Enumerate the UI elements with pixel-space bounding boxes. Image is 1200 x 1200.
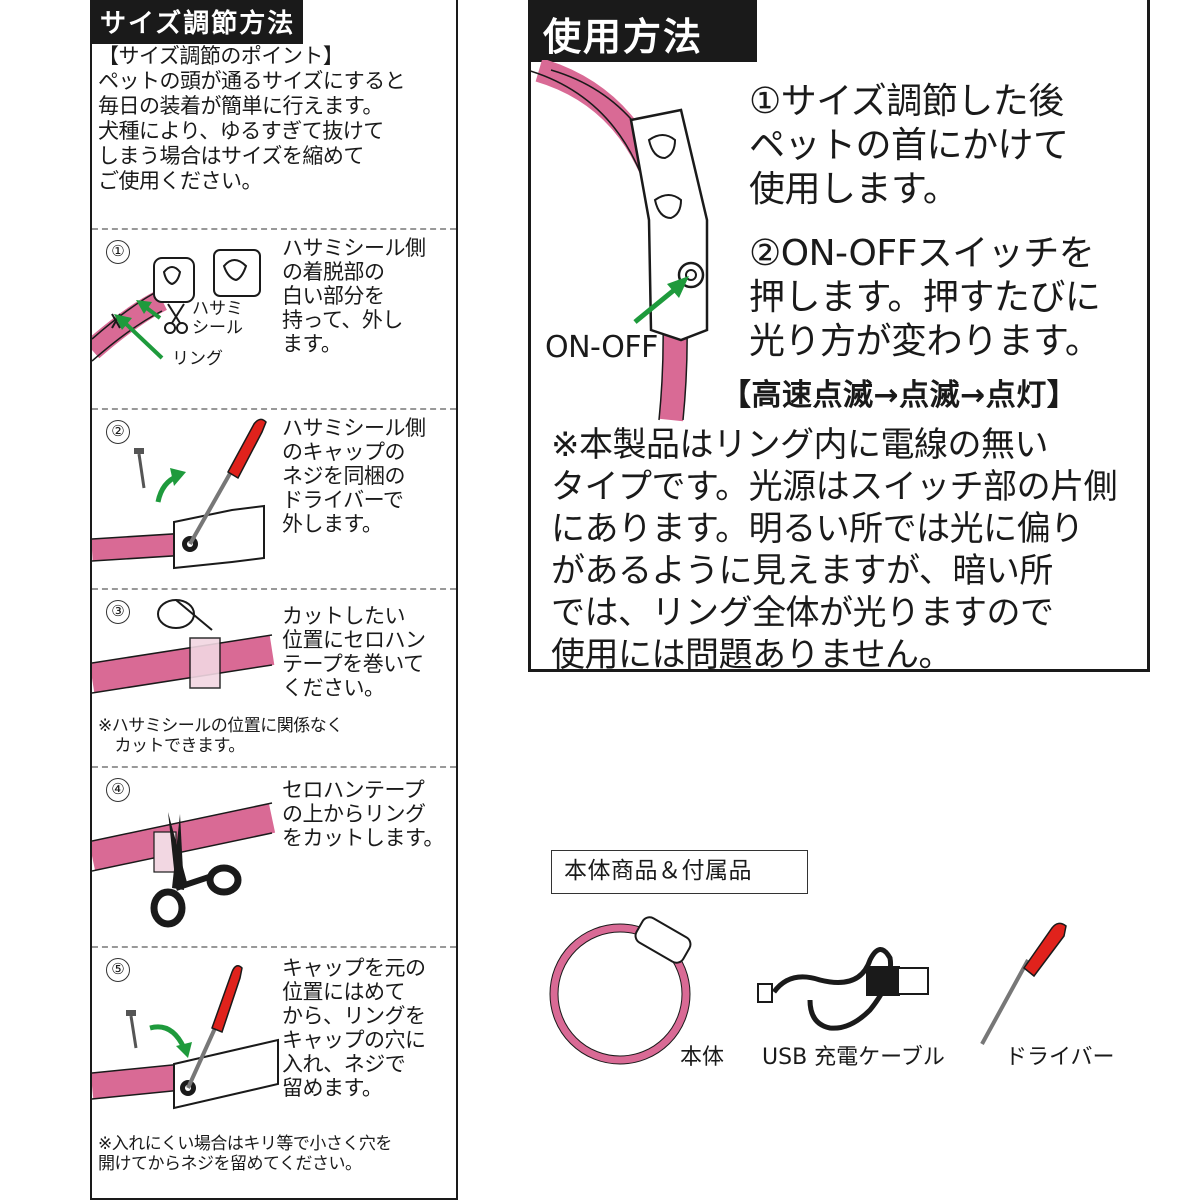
step-2: ② ハサミシール側 のキャップの ネジを同梱の ドライバーで 外します。 <box>92 410 456 588</box>
step-number: ① <box>106 240 130 264</box>
step-3-text: カットしたい 位置にセロハン テープを巻いて ください。 <box>282 604 426 700</box>
usage-step-1: ①サイズ調節した後 ペットの首にかけて 使用します。 <box>749 81 1069 210</box>
product-contents-illustration <box>549 916 1067 1065</box>
step-number: ② <box>106 420 130 444</box>
step-number: ③ <box>106 600 130 624</box>
usage-note: ※本製品はリング内に電線の無い タイプです。光源はスイッチ部の片側 にあります。… <box>551 425 1118 675</box>
step-number: ⑤ <box>106 958 130 982</box>
ring-label: リング <box>172 349 223 369</box>
product-contents-heading: 本体商品＆付属品 <box>551 850 808 894</box>
step-3-illustration <box>92 599 275 694</box>
product-label-body: 本体 <box>680 1045 725 1070</box>
step-1: ① ハサミ シール リング ハサミシール側 の着脱部の 白い部分を 持って、外し… <box>92 230 456 408</box>
step-number: ④ <box>106 778 130 802</box>
product-label-screwdriver: ドライバー <box>1005 1045 1115 1070</box>
step-5: ⑤ キャップを元の 位置にはめて から、リングを キャップの穴に 入れ、ネジで … <box>92 948 456 1198</box>
step-3-note: ※ハサミシールの位置に関係なく カットできます。 <box>98 716 343 756</box>
divider <box>92 588 456 590</box>
step-1-text: ハサミシール側 の着脱部の 白い部分を 持って、外し ます。 <box>282 236 426 356</box>
size-adjust-intro: 【サイズ調節のポイント】 ペットの頭が通るサイズにすると 毎日の装着が簡単に行え… <box>98 44 406 193</box>
step-5-note: ※入れにくい場合はキリ等で小さく穴を 開けてからネジを留めてください。 <box>98 1134 392 1174</box>
usage-step-2: ②ON-OFFスイッチを 押します。押すたびに 光り方が変わります。 <box>749 233 1101 362</box>
collar-switch-illustration <box>531 60 709 422</box>
scissor-seal-label: ハサミ シール <box>192 299 243 338</box>
step-5-illustration <box>92 965 279 1110</box>
usage-title: 使用方法 <box>531 0 757 62</box>
on-off-label: ON-OFF <box>545 330 658 365</box>
size-adjust-panel: サイズ調節方法 【サイズ調節のポイント】 ペットの頭が通るサイズにすると 毎日の… <box>90 0 458 1200</box>
usage-panel: 使用方法 ON-OFF ①サイズ調節した後 ペットの首にかけて 使用します。 ②… <box>528 0 1150 675</box>
divider <box>92 766 456 768</box>
step-4: ④ セロハンテープ の上からリング をカットします。 <box>92 768 456 946</box>
light-sequence: 【高速点滅→点滅→点灯】 <box>721 378 1078 413</box>
divider <box>92 408 456 410</box>
step-3: ③ カットしたい 位置にセロハン テープを巻いて ください。 ※ハサミシールの位… <box>92 590 456 766</box>
step-1-illustration <box>92 249 261 362</box>
divider <box>92 946 456 948</box>
product-label-usb-cable: USB 充電ケーブル <box>762 1045 945 1070</box>
step-2-text: ハサミシール側 のキャップの ネジを同梱の ドライバーで 外します。 <box>282 416 426 536</box>
step-4-illustration <box>92 802 276 928</box>
step-4-text: セロハンテープ の上からリング をカットします。 <box>282 778 444 850</box>
step-5-text: キャップを元の 位置にはめて から、リングを キャップの穴に 入れ、ネジで 留め… <box>282 956 426 1100</box>
step-2-illustration <box>92 418 267 570</box>
divider <box>92 228 456 230</box>
size-adjust-title: サイズ調節方法 <box>92 0 304 44</box>
